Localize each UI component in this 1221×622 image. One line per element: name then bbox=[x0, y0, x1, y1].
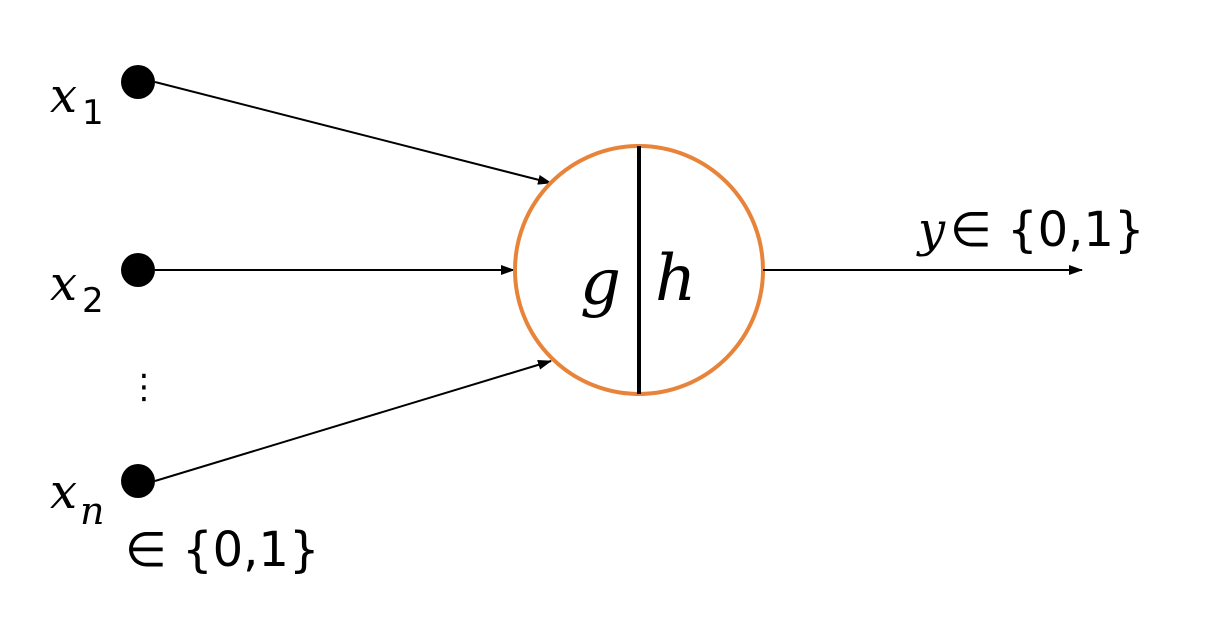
edge-input-n bbox=[154, 359, 552, 482]
neuron-label-g: g bbox=[580, 246, 621, 320]
edge-input-1 bbox=[154, 81, 552, 185]
output-label: y ∈ {0,1} bbox=[916, 202, 1144, 258]
input-label-n-var: x bbox=[50, 464, 77, 520]
input-node-2 bbox=[121, 253, 155, 287]
output-var: y bbox=[916, 202, 946, 258]
input-label-2-var: x bbox=[50, 256, 77, 312]
input-label-n: x n bbox=[50, 464, 104, 533]
neuron-label-h: h bbox=[655, 242, 696, 316]
input-label-1-sub: 1 bbox=[82, 93, 104, 133]
input-node-n bbox=[121, 464, 155, 498]
input-node-1 bbox=[121, 65, 155, 99]
input-label-1: x 1 bbox=[50, 68, 104, 133]
input-label-1-var: x bbox=[50, 68, 77, 124]
output-domain: ∈ {0,1} bbox=[950, 202, 1144, 258]
input-label-2-sub: 2 bbox=[82, 281, 104, 321]
input-label-n-sub: n bbox=[80, 489, 104, 533]
input-domain-label: ∈ {0,1} bbox=[125, 522, 319, 578]
input-label-2: x 2 bbox=[50, 256, 104, 321]
input-ellipsis: ⋮ bbox=[127, 367, 161, 407]
